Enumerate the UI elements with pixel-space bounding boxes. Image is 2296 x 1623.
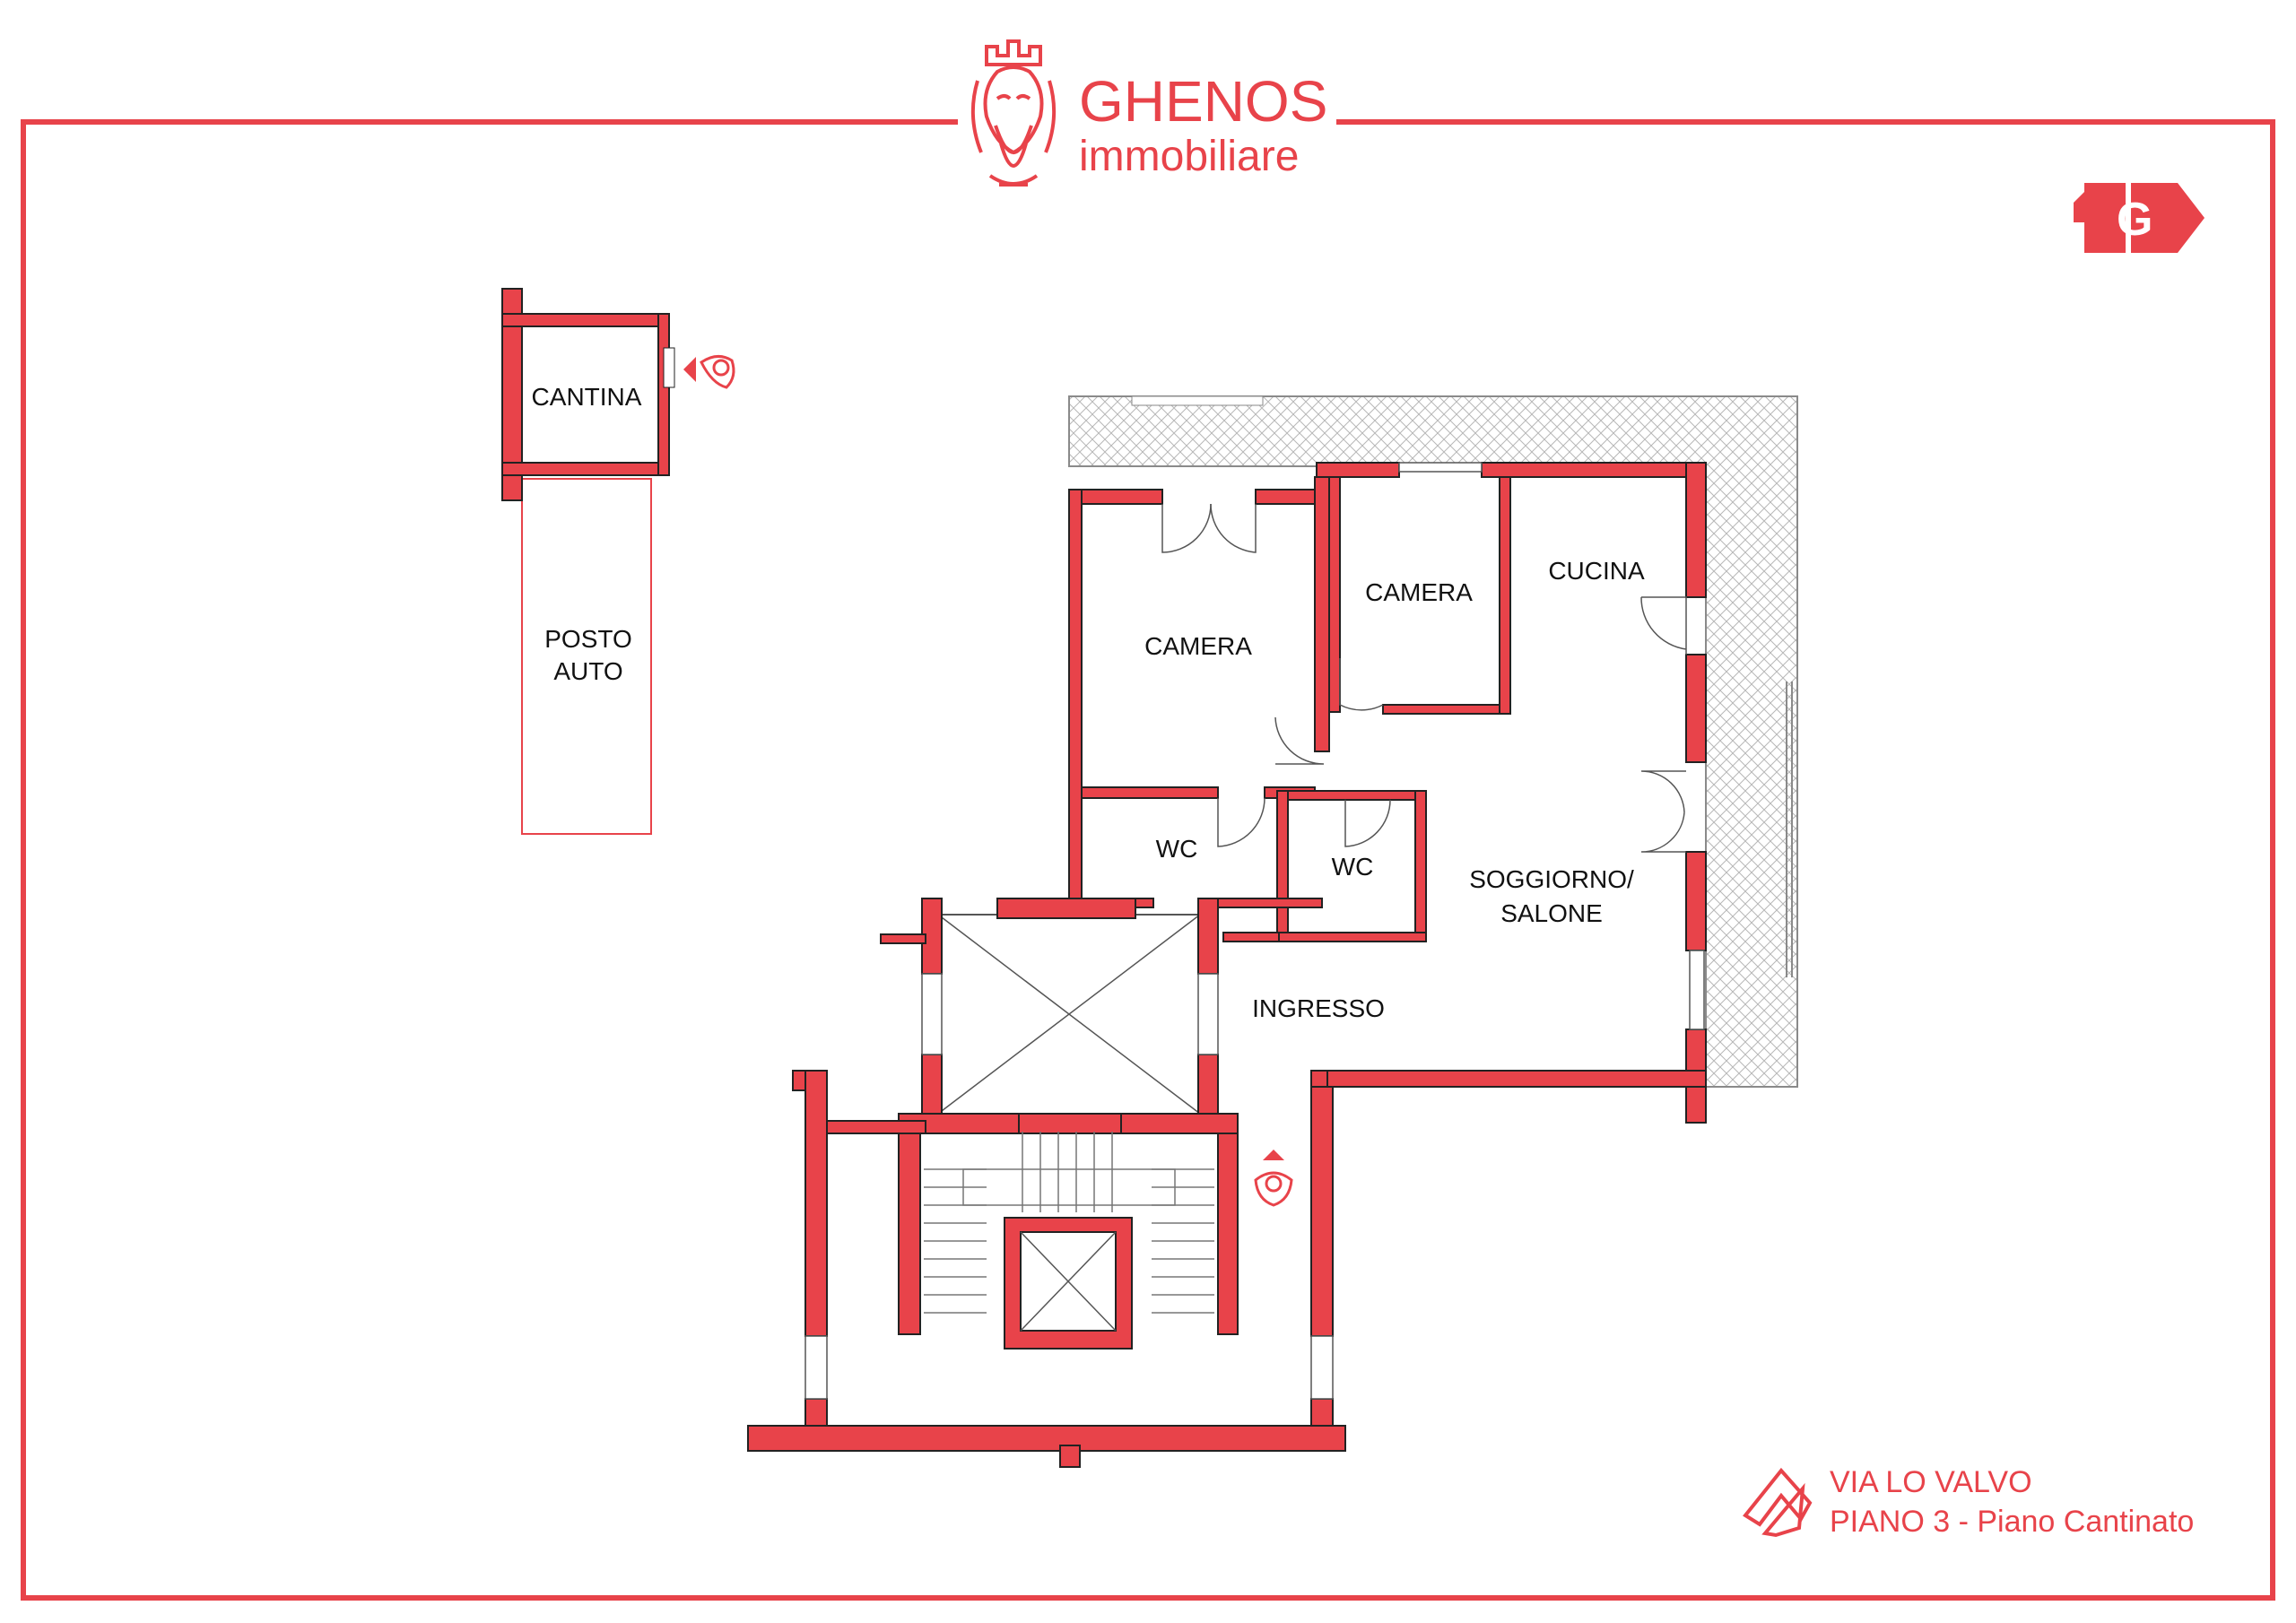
house-outline-icon [1743, 1467, 1813, 1538]
stair-core [880, 898, 1239, 1350]
entrance-marker [1254, 1150, 1293, 1207]
room-label-posto: POSTO [544, 625, 632, 653]
landing-windows [804, 973, 1334, 1400]
room-label-wc-2: WC [1332, 853, 1374, 881]
entry-arrow-icon [683, 357, 696, 382]
door-swings [1161, 462, 1705, 1030]
room-label-salone: SALONE [1500, 899, 1603, 927]
address-block: VIA LO VALVO PIANO 3 - Piano Cantinato [1743, 1465, 2194, 1539]
person-icon [1254, 1171, 1293, 1207]
room-label-camera-1: CAMERA [1144, 632, 1252, 660]
brand-badge: G [2074, 183, 2205, 253]
room-label-auto: AUTO [553, 657, 622, 685]
room-label-wc-1: WC [1156, 835, 1198, 863]
king-head-logo-icon [970, 39, 1057, 187]
room-label-camera-2: CAMERA [1365, 578, 1473, 606]
page-frame [21, 119, 2275, 1601]
apartment-walls [1068, 462, 1707, 1125]
address-line-2: PIANO 3 - Piano Cantinato [1830, 1505, 2194, 1539]
cantina-block: CANTINA POSTO AUTO [501, 288, 735, 835]
brand-logo: GHENOS immobiliare [970, 39, 1327, 187]
posto-auto-outline [521, 478, 652, 835]
address-line-1: VIA LO VALVO [1830, 1465, 2032, 1499]
brand-name: GHENOS [1079, 69, 1327, 134]
entry-arrow-icon [1263, 1150, 1284, 1160]
room-label-soggiorno: SOGGIORNO/ [1469, 865, 1634, 893]
room-label-ingresso: INGRESSO [1252, 994, 1385, 1022]
room-label-cantina: CANTINA [532, 383, 642, 411]
brand-subtitle: immobiliare [1079, 133, 1299, 180]
person-icon [700, 355, 735, 389]
room-label-cucina: CUCINA [1548, 557, 1645, 585]
badge-letter: G [2117, 194, 2152, 246]
